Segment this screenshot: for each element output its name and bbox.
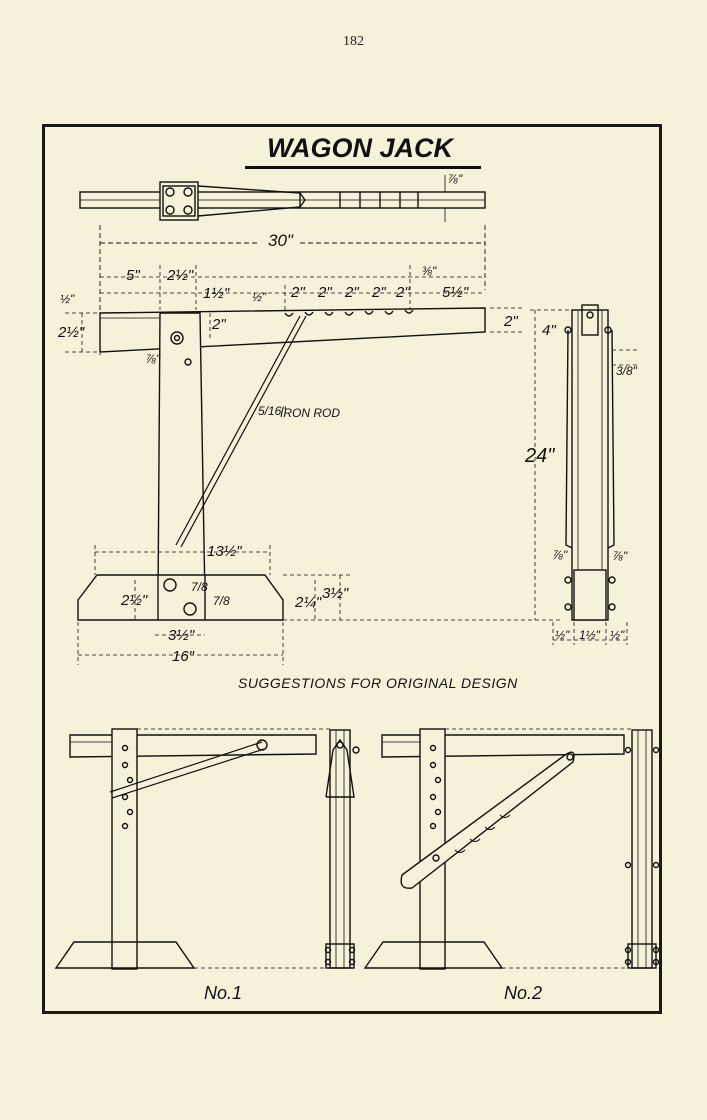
title-underline [245, 166, 481, 169]
dim-label-notch-depth: ⅜" [422, 264, 437, 278]
dim-label-side-top: 4" [542, 322, 556, 339]
diagram-caption: SUGGESTIONS FOR ORIGINAL DESIGN [238, 675, 518, 691]
variant-1-drawing [54, 728, 360, 970]
dim-label-top-gap: ½" [252, 290, 267, 304]
dim-label-overall-length: 30" [268, 231, 293, 250]
dim-label-base-bolt-a: 7/8 [191, 580, 208, 594]
dim-label-base-height-right-a: 2¼" [295, 594, 322, 611]
dim-label-notch-1: 2" [291, 284, 305, 301]
dim-label-base-top: 13½" [207, 543, 242, 560]
dim-label-notch-2: 2" [318, 284, 332, 301]
dim-label-lever-height-right: 2" [504, 313, 518, 330]
dim-label-base-width: 16" [172, 648, 195, 665]
dim-label-lever-thickness: ½" [60, 292, 75, 306]
dim-label-lever-end: 5½" [442, 284, 469, 301]
variant-1-label: No.1 [204, 983, 243, 1003]
dim-label-height: 24" [525, 445, 555, 467]
dim-main-view [65, 307, 570, 665]
dim-label-side-base-1: ½" [555, 628, 570, 642]
dim-label-notch-5: 2" [396, 284, 410, 301]
dim-end-view [552, 349, 640, 645]
jack-side-elevation [77, 307, 486, 621]
variant-2-label: No.2 [504, 983, 543, 1003]
page-number: 182 [343, 34, 364, 49]
dim-label-top-thickness: ⅞" [448, 172, 463, 186]
dim-label-base-height-right-b: 3½" [322, 585, 349, 602]
dim-label-side-bottom-right: ⅞" [613, 549, 628, 563]
dim-label-base-foot: 3½" [168, 627, 195, 644]
lever-top-view [79, 175, 486, 222]
dim-label-side-base-2: 1½" [579, 628, 600, 642]
dim-label-side-gap: 3/8" [616, 364, 637, 378]
dim-label-rod-size: 5/16" [258, 404, 286, 418]
rod-label: IRON ROD [280, 406, 340, 420]
dim-label-side-base-3: ½" [610, 628, 625, 642]
dim-label-base-height-left: 2½" [121, 592, 148, 609]
dim-label-lever-height-left: 2½" [58, 324, 85, 341]
dim-label-notch-3: 2" [345, 284, 359, 301]
dim-label-base-bolt-b: 7/8 [213, 594, 230, 608]
diagram-frame [42, 124, 662, 1014]
dim-label-pivot-offset: ⅞" [146, 352, 161, 366]
dim-label-side-bottom-left: ⅞" [553, 548, 568, 562]
dim-label-lever-segment-a: 5" [126, 267, 140, 284]
dim-label-lever-height-mid: 2" [212, 316, 226, 333]
dim-label-notch-4: 2" [372, 284, 386, 301]
dim-label-lever-segment-b: 2½" [167, 267, 194, 284]
dim-label-lever-segment-c: 1½" [203, 285, 230, 302]
variant-2-drawing [363, 728, 660, 970]
jack-end-view [564, 304, 616, 621]
variant-dim-lines [137, 728, 632, 969]
diagram-title: WAGON JACK [266, 133, 453, 163]
dim-lever-row [100, 265, 485, 310]
